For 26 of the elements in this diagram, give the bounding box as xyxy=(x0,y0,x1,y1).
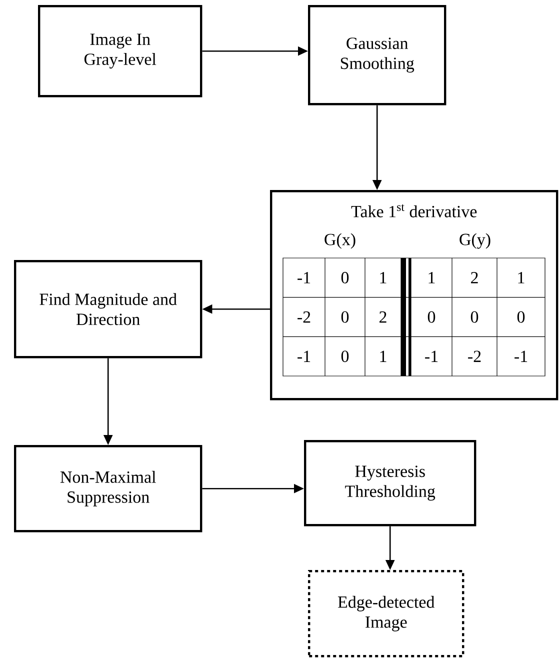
table-cell: 0 xyxy=(428,311,436,323)
table-cell: 1 xyxy=(380,350,386,362)
process-box: Edge-detected Image xyxy=(308,570,464,658)
process-box: Gaussian Smoothing xyxy=(308,5,446,106)
table-cell: 0 xyxy=(341,311,349,323)
table-cell: 0 xyxy=(517,311,525,323)
table-cell: -2 xyxy=(298,311,310,323)
process-box: Image In Gray-level xyxy=(38,5,202,98)
table-cell: 0 xyxy=(470,311,478,323)
table-cell: 1 xyxy=(380,272,386,284)
table-cell: 0 xyxy=(341,350,349,362)
table-cell: 0 xyxy=(341,272,349,284)
table-cell: 1 xyxy=(428,272,435,284)
table-cell: -1 xyxy=(298,350,310,362)
table-cell: 2 xyxy=(380,311,386,323)
process-box: Non-Maximal Suppression xyxy=(14,445,202,532)
table-cell: 1 xyxy=(518,272,524,284)
process-box: Find Magnitude and Direction xyxy=(14,260,202,358)
table-cell: -1 xyxy=(514,350,528,362)
table-cell: -1 xyxy=(425,350,438,362)
process-box: Hysteresis Thresholding xyxy=(304,440,476,526)
column-header: G(x) xyxy=(324,233,356,249)
column-header: G(y) xyxy=(460,233,490,249)
table-cell: -1 xyxy=(298,272,310,284)
table-cell: 2 xyxy=(471,272,478,284)
table-cell: -2 xyxy=(468,350,481,362)
